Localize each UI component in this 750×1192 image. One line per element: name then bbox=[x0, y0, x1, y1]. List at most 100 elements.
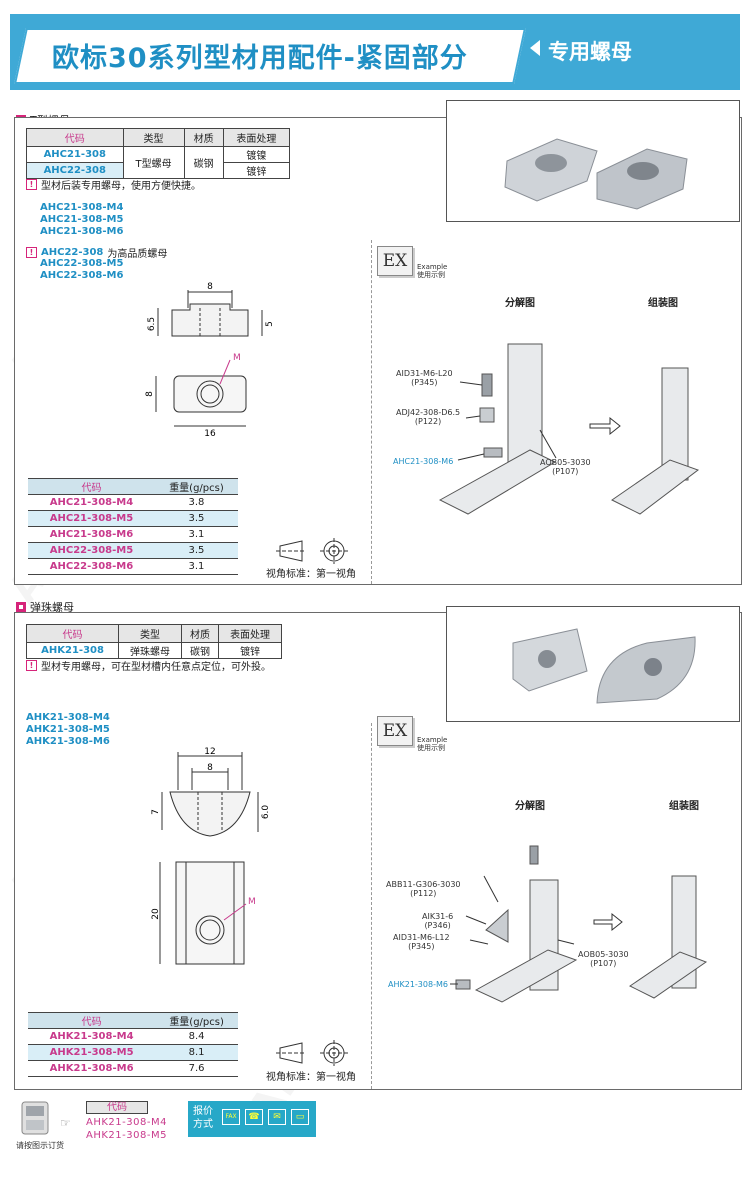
assembly-diagram-2 bbox=[450, 845, 708, 1003]
spec-header-code: 代码 bbox=[26, 128, 124, 147]
spec-header-finish: 表面处理 bbox=[222, 128, 291, 147]
spec-cell-finish: 镀锌 bbox=[222, 162, 291, 179]
table-row: AHK21-308-M4 bbox=[28, 1028, 156, 1045]
note-t-nut: ! 型材后装专用螺母，使用方便快捷。 bbox=[26, 177, 201, 192]
table-row: AHC21-308-M4 bbox=[28, 494, 155, 511]
dim-h-left: 7 bbox=[151, 809, 161, 815]
spec-cell-type: 弹珠螺母 bbox=[118, 642, 182, 659]
dim-thread: M bbox=[233, 353, 241, 363]
spec-header-type: 类型 bbox=[118, 624, 182, 643]
panel-divider bbox=[371, 240, 372, 584]
exploded-view-title: 分解图 bbox=[505, 298, 535, 309]
example-label: Example 使用示例 bbox=[417, 736, 448, 752]
table-row: AHC21-308-M6 bbox=[28, 526, 155, 543]
page-banner: 欧标30系列型材用配件-紧固部分 专用螺母 bbox=[0, 0, 750, 100]
weight-header-weight: 重量(g/pcs) bbox=[155, 1012, 238, 1029]
variant-list: AHC22-308-M5 AHC22-308-M6 bbox=[40, 258, 124, 281]
callout: AID31-M6-L20(P345) bbox=[396, 369, 453, 387]
product-photo-t-nut bbox=[446, 100, 740, 222]
assembled-view-title: 组装图 bbox=[669, 801, 699, 812]
dim-length: 16 bbox=[204, 429, 216, 439]
first-angle-projection-icon bbox=[276, 1040, 348, 1066]
view-standard: 视角标准：第一视角 bbox=[266, 1072, 356, 1083]
section-label-ball-nut: 弹珠螺母 bbox=[16, 599, 74, 615]
dim-h-left: 6.5 bbox=[147, 317, 157, 331]
square-bullet-icon bbox=[16, 602, 26, 612]
table-row: AHC22-308-M6 bbox=[28, 558, 155, 575]
view-standard: 视角标准：第一视角 bbox=[266, 569, 356, 580]
exclamation-icon: ! bbox=[26, 247, 37, 258]
spec-header-type: 类型 bbox=[122, 128, 185, 147]
dim-length: 20 bbox=[151, 908, 161, 920]
dim-h-right: 6.0 bbox=[261, 805, 271, 820]
spec-cell-finish: 镀镍 bbox=[222, 146, 291, 163]
exploded-view-title: 分解图 bbox=[515, 801, 545, 812]
product-photo-ball-nut bbox=[446, 606, 740, 722]
variant-list: AHK21-308-M4 AHK21-308-M5 AHK21-308-M6 bbox=[26, 712, 110, 747]
fax-icon[interactable]: FAX bbox=[222, 1109, 240, 1125]
variant-list: AHC21-308-M4 AHC21-308-M5 AHC21-308-M6 bbox=[40, 202, 124, 237]
example-label: Example 使用示例 bbox=[417, 263, 448, 279]
table-row: AHC22-308-M5 bbox=[28, 542, 155, 559]
callout: ADJ42-308-D6.5(P122) bbox=[396, 408, 461, 426]
exclamation-icon: ! bbox=[26, 660, 37, 671]
spec-cell-finish: 镀锌 bbox=[218, 642, 282, 659]
spec-header-finish: 表面处理 bbox=[218, 624, 282, 643]
dim-thread: M bbox=[248, 897, 256, 907]
quote-method-box bbox=[188, 1101, 316, 1137]
example-badge: EX bbox=[377, 246, 413, 276]
assembly-diagram-1 bbox=[438, 343, 700, 515]
callout: AIK31-6(P346) bbox=[422, 912, 454, 930]
phone-call-icon[interactable]: ☎ bbox=[245, 1109, 263, 1125]
ball-nut-drawing: 12 8 7 6.0 20 M bbox=[151, 747, 271, 965]
spec-cell-code: AHC22-308 bbox=[26, 162, 124, 179]
order-instruction: 请按图示订货 bbox=[16, 1141, 64, 1150]
weight-header-weight: 重量(g/pcs) bbox=[154, 478, 238, 495]
t-nut-drawing: 8 6.5 5 M 8 16 bbox=[145, 282, 275, 439]
ball-nut-photo-illustration bbox=[512, 628, 696, 704]
dim-inner: 8 bbox=[207, 763, 213, 773]
callout: ABB11-G306-3030(P112) bbox=[386, 880, 461, 898]
table-row: AHK21-308-M6 bbox=[28, 1060, 156, 1077]
spec-cell-material: 碳钢 bbox=[180, 642, 220, 659]
dim-top: 12 bbox=[204, 747, 215, 757]
monitor-icon[interactable]: ▭ bbox=[291, 1109, 309, 1125]
page-title: 欧标30系列型材用配件-紧固部分 bbox=[52, 43, 468, 74]
callout-highlighted: AHK21-308-M6 bbox=[388, 980, 448, 989]
callout: AOB05-3030(P107) bbox=[540, 458, 591, 476]
page-subtitle: 专用螺母 bbox=[548, 40, 632, 64]
spec-header-material: 材质 bbox=[183, 128, 224, 147]
dim-h-right: 5 bbox=[265, 321, 275, 327]
note-ball-nut: ! 型材专用螺母，可在型材槽内任意点定位，可外投。 bbox=[26, 658, 271, 673]
callout-highlighted: AHC21-308-M6 bbox=[393, 457, 454, 466]
spec-header-material: 材质 bbox=[180, 624, 220, 643]
dim-width: 8 bbox=[207, 282, 213, 292]
phone-icon bbox=[21, 1101, 49, 1135]
callout: AOB05-3030(P107) bbox=[578, 950, 629, 968]
assembled-view-title: 组装图 bbox=[648, 298, 678, 309]
order-code-header: 代码 bbox=[86, 1101, 148, 1114]
spec-cell-type: T型螺母 bbox=[122, 146, 185, 179]
order-code: AHK21-308-M4 bbox=[86, 1117, 167, 1128]
exclamation-icon: ! bbox=[26, 179, 37, 190]
table-row: AHC21-308-M5 bbox=[28, 510, 155, 527]
table-row: AHK21-308-M5 bbox=[28, 1044, 156, 1061]
spec-table-t-nut: 代码 类型 材质 表面处理 AHC21-308 T型螺母 碳钢 镀镍 AHC22… bbox=[26, 128, 291, 179]
dim-height: 8 bbox=[145, 391, 155, 397]
spec-cell-material: 碳钢 bbox=[183, 146, 224, 179]
email-icon[interactable]: ✉ bbox=[268, 1109, 286, 1125]
spec-cell-code: AHC21-308 bbox=[26, 146, 124, 163]
quote-method-label: 报价 方式 bbox=[193, 1106, 213, 1130]
spec-cell-code: AHK21-308 bbox=[25, 642, 120, 659]
example-badge: EX bbox=[377, 716, 413, 746]
order-code: AHK21-308-M5 bbox=[86, 1130, 167, 1141]
first-angle-projection-icon bbox=[276, 538, 348, 564]
weight-header-code: 代码 bbox=[28, 478, 155, 495]
weight-header-code: 代码 bbox=[28, 1012, 156, 1029]
arrow-left-icon bbox=[530, 40, 540, 56]
panel-divider bbox=[371, 723, 372, 1089]
t-nut-photo-illustration bbox=[504, 138, 688, 210]
